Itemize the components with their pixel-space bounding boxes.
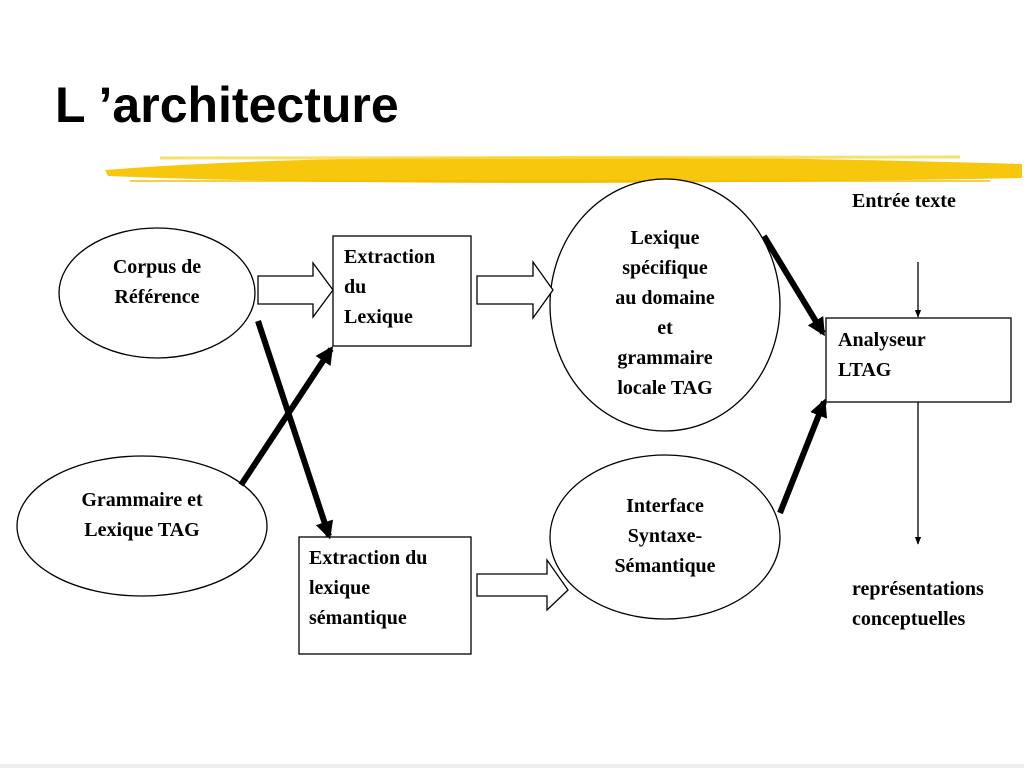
corpus-label: Corpus de Référence bbox=[112, 256, 202, 308]
extraction-semantique-box bbox=[298, 536, 472, 655]
arrow-interface-to-analyseur bbox=[777, 398, 828, 515]
corpus-ellipse bbox=[58, 227, 256, 359]
extraction-lexique-label: Extraction du Lexique bbox=[344, 246, 436, 328]
analyseur-box bbox=[825, 317, 1012, 403]
entree-texte-label: Entrée texte bbox=[852, 190, 956, 212]
representations-label: représentations conceptuelles bbox=[852, 578, 984, 630]
block-arrow-extraction-to-lexique bbox=[476, 259, 554, 321]
slide-title: L ’architecture bbox=[55, 77, 399, 133]
lexique-specifique-label: Lexique spécifique au domaine et grammai… bbox=[615, 227, 715, 399]
block-arrow-corpus-to-extraction bbox=[257, 261, 334, 319]
grammaire-ellipse bbox=[16, 455, 268, 597]
analyseur-label: Analyseur LTAG bbox=[838, 329, 926, 381]
interface-label: Interface Syntaxe- Sémantique bbox=[614, 495, 716, 577]
arrow-lexique-to-analyseur bbox=[761, 234, 826, 337]
lexique-specifique-ellipse bbox=[549, 178, 781, 432]
interface-ellipse bbox=[549, 454, 781, 620]
block-arrow-semantique-to-interface bbox=[476, 557, 569, 612]
slide-bottom-bar bbox=[0, 764, 1024, 768]
arrow-corpus-to-extraction-semantique bbox=[255, 320, 334, 540]
grammaire-label: Grammaire et Lexique TAG bbox=[81, 489, 203, 541]
arrow-grammaire-to-extraction-lexique bbox=[238, 345, 334, 487]
title-underline bbox=[105, 155, 1022, 183]
extraction-semantique-label: Extraction du lexique sémantique bbox=[309, 547, 428, 629]
